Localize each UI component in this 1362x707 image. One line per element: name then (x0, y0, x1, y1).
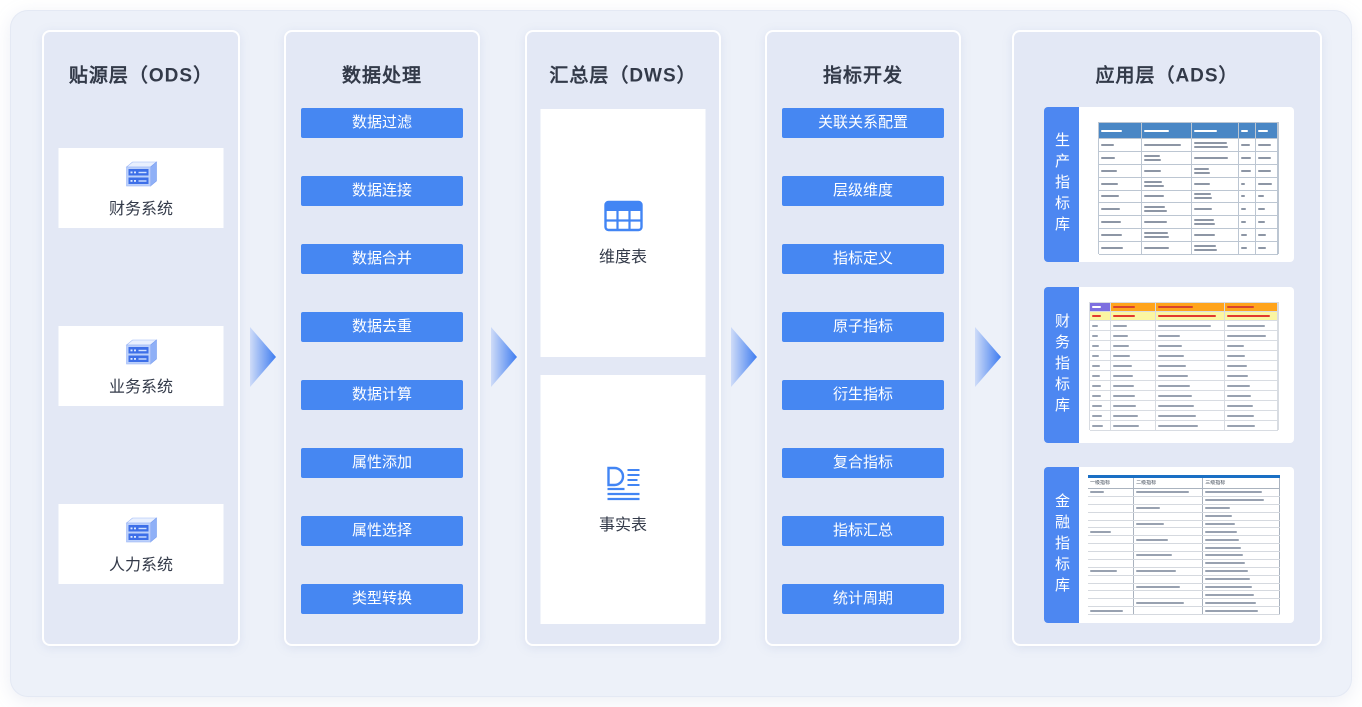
flow-arrow (731, 327, 757, 387)
library-label-text: 财务指标库 (1053, 312, 1070, 418)
panel-metric-dev: 指标开发 关联关系配置 层级维度 指标定义 原子指标 衍生指标 复合指标 指标汇… (765, 30, 961, 646)
fact-table-icon (606, 466, 639, 500)
node-label: 人力系统 (108, 556, 173, 574)
library-label-finance: 财务指标库 (1044, 287, 1079, 443)
step-button-metric-define[interactable]: 指标定义 (782, 244, 944, 274)
step-button-atomic-metric[interactable]: 原子指标 (782, 312, 944, 342)
step-button-attr-add[interactable]: 属性添加 (301, 448, 463, 478)
library-block-financial-market: 金融指标库 一级指标二级指标三级指标 (1044, 467, 1294, 623)
diagram-canvas: 贴源层（ODS） 财务系统 (10, 10, 1352, 697)
library-label-financial-market: 金融指标库 (1044, 467, 1079, 623)
panel-title-metric-dev: 指标开发 (822, 65, 903, 87)
server-icon (125, 160, 157, 187)
finance-table-screenshot (1079, 287, 1294, 443)
step-button-dedupe[interactable]: 数据去重 (301, 312, 463, 342)
step-button-composite-metric[interactable]: 复合指标 (782, 448, 944, 478)
production-table-screenshot (1079, 107, 1294, 262)
node-label: 业务系统 (108, 378, 173, 396)
library-block-production: 生产指标库 (1044, 107, 1294, 262)
step-button-type-convert[interactable]: 类型转换 (301, 584, 463, 614)
server-icon (125, 516, 157, 543)
dimension-table-icon (603, 200, 643, 232)
library-label-text: 生产指标库 (1053, 132, 1070, 237)
step-button-data-join[interactable]: 数据连接 (301, 176, 463, 206)
step-button-relation-config[interactable]: 关联关系配置 (782, 108, 944, 138)
step-button-derived-metric[interactable]: 衍生指标 (782, 380, 944, 410)
step-button-data-filter[interactable]: 数据过滤 (301, 108, 463, 138)
node-label: 事实表 (598, 516, 647, 534)
panel-title-processing: 数据处理 (341, 65, 422, 87)
flow-arrow (250, 327, 276, 387)
node-label: 维度表 (598, 249, 647, 266)
panel-title-ads: 应用层（ADS） (1095, 65, 1239, 87)
node-finance-system[interactable]: 财务系统 (58, 148, 224, 228)
node-business-system[interactable]: 业务系统 (58, 326, 224, 406)
node-dimension-table[interactable]: 维度表 (540, 109, 706, 357)
node-hr-system[interactable]: 人力系统 (58, 504, 224, 584)
node-label: 财务系统 (108, 200, 173, 218)
panel-dws: 汇总层（DWS） 维度表 事实表 (525, 30, 721, 646)
step-button-data-merge[interactable]: 数据合并 (301, 244, 463, 274)
flow-arrow (491, 327, 517, 387)
library-block-finance: 财务指标库 (1044, 287, 1294, 443)
step-button-data-compute[interactable]: 数据计算 (301, 380, 463, 410)
panel-title-ods: 贴源层（ODS） (68, 65, 214, 87)
panel-data-processing: 数据处理 数据过滤 数据连接 数据合并 数据去重 数据计算 属性添加 属性选择 … (284, 30, 480, 646)
step-button-metric-summary[interactable]: 指标汇总 (782, 516, 944, 546)
panel-title-dws: 汇总层（DWS） (549, 65, 697, 87)
step-button-attr-select[interactable]: 属性选择 (301, 516, 463, 546)
panel-ads: 应用层（ADS） 生产指标库 财务指标库 金融指标库 一级指标二级指标三级指标 (1012, 30, 1322, 646)
panel-ods: 贴源层（ODS） 财务系统 (42, 30, 240, 646)
server-icon (125, 338, 157, 365)
library-label-production: 生产指标库 (1044, 107, 1079, 262)
library-label-text: 金融指标库 (1053, 492, 1070, 598)
node-fact-table[interactable]: 事实表 (540, 375, 706, 624)
flow-arrow (975, 327, 1001, 387)
financial-market-table-screenshot: 一级指标二级指标三级指标 (1079, 467, 1294, 623)
step-button-level-dimension[interactable]: 层级维度 (782, 176, 944, 206)
step-button-stat-period[interactable]: 统计周期 (782, 584, 944, 614)
